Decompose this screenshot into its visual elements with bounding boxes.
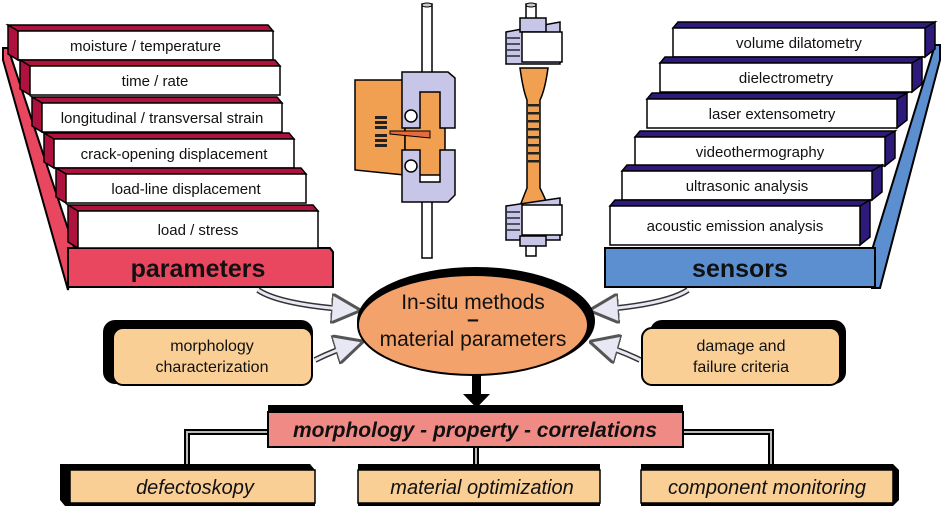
- sensor-step: videothermography: [633, 129, 898, 168]
- parameter-label: time / rate: [122, 73, 189, 90]
- output-label: defectoskopy: [136, 477, 255, 499]
- damage-failure-criteria-box: damage and failure criteria: [641, 320, 846, 386]
- parameters-stack: parameters moisture / temperature time / …: [2, 23, 334, 291]
- correlations-box: morphology - property - correlations: [267, 405, 684, 448]
- parameter-step: crack-opening displacement: [41, 131, 296, 170]
- parameter-step: load / stress: [65, 203, 320, 250]
- sensor-label: dielectrometry: [739, 70, 834, 87]
- parameter-label: moisture / temperature: [70, 38, 221, 55]
- output-component-monitoring: component monitoring: [640, 464, 899, 506]
- output-label: component monitoring: [668, 477, 866, 499]
- output-material-optimization: material optimization: [357, 464, 601, 506]
- arrow-parameters-to-center: [256, 287, 355, 310]
- parameter-label: load / stress: [158, 222, 239, 239]
- sensor-label: acoustic emission analysis: [647, 218, 824, 235]
- parameter-label: longitudinal / transversal strain: [61, 110, 264, 127]
- correlations-label: morphology - property - correlations: [293, 419, 657, 442]
- sensor-step: acoustic emission analysis: [608, 198, 873, 247]
- parameter-step: moisture / temperature: [5, 23, 275, 62]
- parameter-step: load-line displacement: [53, 166, 308, 205]
- morphology-line2: characterization: [156, 359, 269, 376]
- output-defectoskopy: defectoskopy: [60, 464, 316, 506]
- morphology-line1: morphology: [170, 338, 254, 355]
- parameter-label: crack-opening displacement: [81, 146, 269, 163]
- sensors-stack: sensors volume dilatometry dielectrometry…: [604, 20, 941, 289]
- sensor-label: laser extensometry: [709, 106, 836, 123]
- arrow-sensors-to-center: [595, 287, 690, 310]
- center-dash: –: [467, 308, 479, 331]
- sensors-title: sensors: [692, 255, 788, 283]
- sensor-label: ultrasonic analysis: [686, 178, 809, 195]
- input-arrows: [256, 287, 690, 360]
- sensor-label: videothermography: [696, 144, 825, 161]
- center-line1: In-situ methods: [401, 291, 545, 314]
- sensor-step: laser extensometry: [645, 91, 910, 130]
- parameters-title: parameters: [131, 255, 266, 283]
- sensor-step: dielectrometry: [658, 55, 925, 94]
- center-line2: material parameters: [380, 328, 567, 351]
- center-ellipse: In-situ methods – material parameters: [357, 267, 595, 376]
- upper-rod: [421, 3, 433, 77]
- lower-rod: [421, 199, 433, 259]
- output-connectors: [184, 429, 774, 464]
- damage-line1: damage and: [697, 338, 786, 355]
- sensor-label: volume dilatometry: [736, 35, 862, 52]
- sensor-step: ultrasonic analysis: [620, 163, 885, 202]
- parameter-step: longitudinal / transversal strain: [29, 95, 284, 134]
- sensor-step: volume dilatometry: [671, 20, 938, 59]
- output-label: material optimization: [390, 477, 573, 499]
- morphology-characterization-box: morphology characterization: [103, 320, 313, 386]
- parameter-label: load-line displacement: [111, 181, 261, 198]
- tensile-specimen-illustration: [505, 2, 563, 257]
- parameter-step: time / rate: [17, 58, 282, 97]
- sensors-base: [604, 247, 876, 288]
- down-arrow: [463, 375, 490, 408]
- damage-line2: failure criteria: [693, 359, 789, 376]
- ct-specimen-illustration: [354, 2, 456, 259]
